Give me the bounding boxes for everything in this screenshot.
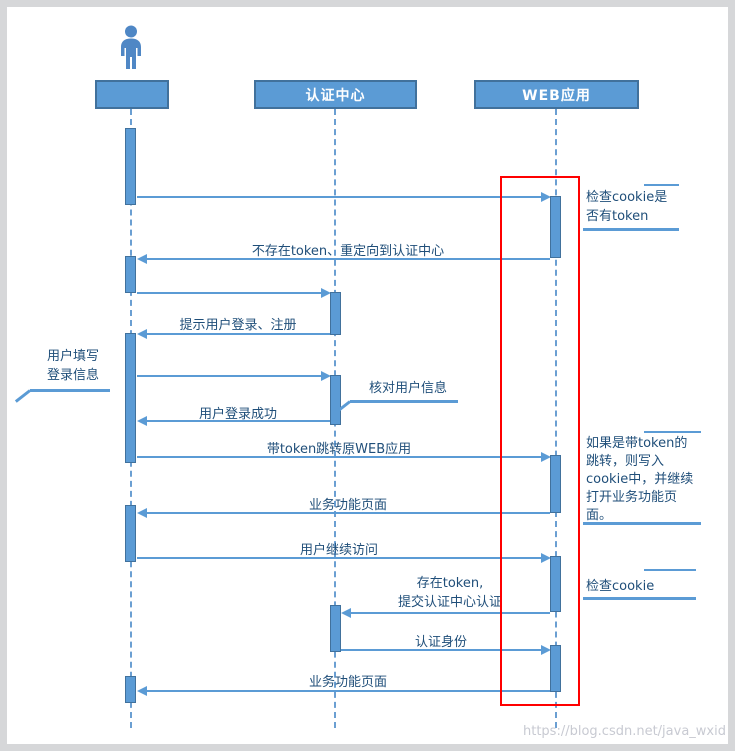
note-line: 检查cookie (586, 579, 655, 594)
activation-bar-user-4 (125, 505, 136, 562)
activation-bar-user-2 (125, 256, 136, 293)
actor-icon (121, 25, 141, 69)
lifeline-header-auth: 认证中心 (254, 80, 417, 109)
note-check-cookie: 检查cookie (586, 577, 691, 596)
activation-bar-web-4 (550, 645, 561, 692)
note-underline (350, 400, 458, 403)
note-topline (644, 431, 701, 433)
note-underline (30, 389, 110, 392)
message-label-token-exists: 存在token, 提交认证中心认证 (350, 572, 550, 610)
note-line: 如果是带token的 (586, 436, 688, 451)
arrowhead-icon (137, 416, 147, 426)
message-line-prompt-login (146, 333, 330, 335)
message-label-prompt-login: 提示用户登录、注册 (179, 318, 297, 333)
arrowhead-icon (541, 452, 551, 462)
activation-bar-user-1 (125, 128, 136, 205)
message-label-continue-visit: 用户继续访问 (299, 543, 378, 558)
arrowhead-icon (137, 508, 147, 518)
arrowhead-icon (137, 329, 147, 339)
activation-bar-user-3 (125, 333, 136, 463)
activation-bar-user-5 (125, 676, 136, 703)
message-label-line: 提交认证中心认证 (397, 595, 502, 610)
activation-bar-web-1 (550, 196, 561, 258)
highlight-box (500, 176, 580, 706)
note-line: 检查cookie是 (586, 190, 668, 205)
activation-bar-auth-3 (330, 605, 341, 652)
message-line-token-exists (350, 612, 550, 614)
message-label-token-jump: 带token跳转原WEB应用 (266, 442, 412, 457)
note-line: 跳转，则写入 (586, 454, 665, 469)
arrowhead-icon (321, 371, 331, 381)
message-line-redirect (146, 258, 550, 260)
message-label-login-success: 用户登录成功 (198, 407, 277, 422)
note-line: cookie中，并继续 (586, 472, 694, 487)
note-topline (644, 184, 679, 186)
note-line: 打开业务功能页 (586, 490, 678, 505)
watermark: https://blog.csdn.net/java_wxid (523, 724, 726, 739)
message-line-biz-page-2 (146, 690, 550, 692)
note-line: 否有token (586, 209, 649, 224)
lifeline-header-user (95, 80, 169, 109)
message-line-check-token (137, 196, 541, 198)
message-label-biz-page-1: 业务功能页面 (308, 498, 387, 513)
arrowhead-icon (321, 288, 331, 298)
message-label-biz-page-2: 业务功能页面 (308, 675, 387, 690)
arrowhead-icon (341, 608, 351, 618)
lifeline-web (555, 109, 557, 728)
message-label-auth-identity: 认证身份 (414, 635, 467, 650)
activation-bar-web-3 (550, 556, 561, 612)
note-line: 面。 (586, 508, 613, 523)
note-underline (583, 522, 701, 525)
arrowhead-icon (541, 645, 551, 655)
note-verify-user: 核对用户信息 (358, 379, 458, 398)
activation-bar-auth-1 (330, 292, 341, 335)
lifeline-header-web: WEB应用 (474, 80, 639, 109)
activation-bar-auth-2 (330, 375, 341, 425)
note-topline (644, 569, 696, 571)
message-line-continue-visit (137, 557, 541, 559)
note-token-jump: 如果是带token的 跳转，则写入 cookie中，并继续 打开业务功能页 面。 (586, 435, 698, 525)
note-line: 用户填写 (46, 349, 99, 364)
note-underline (583, 597, 696, 600)
message-line-token-jump (137, 456, 541, 458)
message-line-submit-login (137, 375, 321, 377)
note-user-fill: 用户填写 登录信息 (38, 347, 108, 385)
arrowhead-icon (137, 254, 147, 264)
message-label-line: 存在token, (416, 576, 484, 591)
arrowhead-icon (137, 686, 147, 696)
message-line-biz-page-1 (146, 512, 550, 514)
note-underline (583, 228, 679, 231)
message-line-auth-identity (341, 649, 541, 651)
note-check-cookie-token: 检查cookie是 否有token (586, 188, 686, 226)
arrowhead-icon (541, 553, 551, 563)
note-tail-icon (14, 389, 31, 403)
note-line: 核对用户信息 (368, 381, 447, 396)
message-line-login-success (146, 420, 330, 422)
message-line-goto-auth (137, 292, 321, 294)
message-label-redirect: 不存在token、重定向到认证中心 (251, 244, 445, 259)
activation-bar-web-2 (550, 455, 561, 513)
note-line: 登录信息 (46, 368, 99, 383)
arrowhead-icon (541, 192, 551, 202)
